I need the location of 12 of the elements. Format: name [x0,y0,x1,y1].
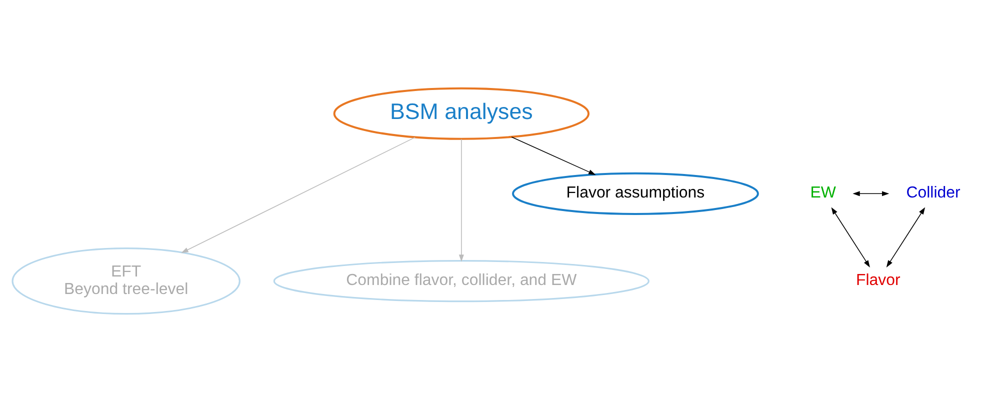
arrow [181,136,416,253]
arrow [511,136,596,174]
arrow [831,206,870,267]
node-text: Collider [906,184,960,202]
arrow [458,138,464,262]
node-ellipse: Combine flavor, collider, and EW [273,259,650,302]
node-ellipse: BSM analyses [333,86,590,140]
node-ellipse: Flavor assumptions [512,172,759,214]
node-text: EW [810,184,836,202]
arrow [886,206,926,267]
node-text: Flavor [856,272,900,289]
arrow [852,190,890,196]
